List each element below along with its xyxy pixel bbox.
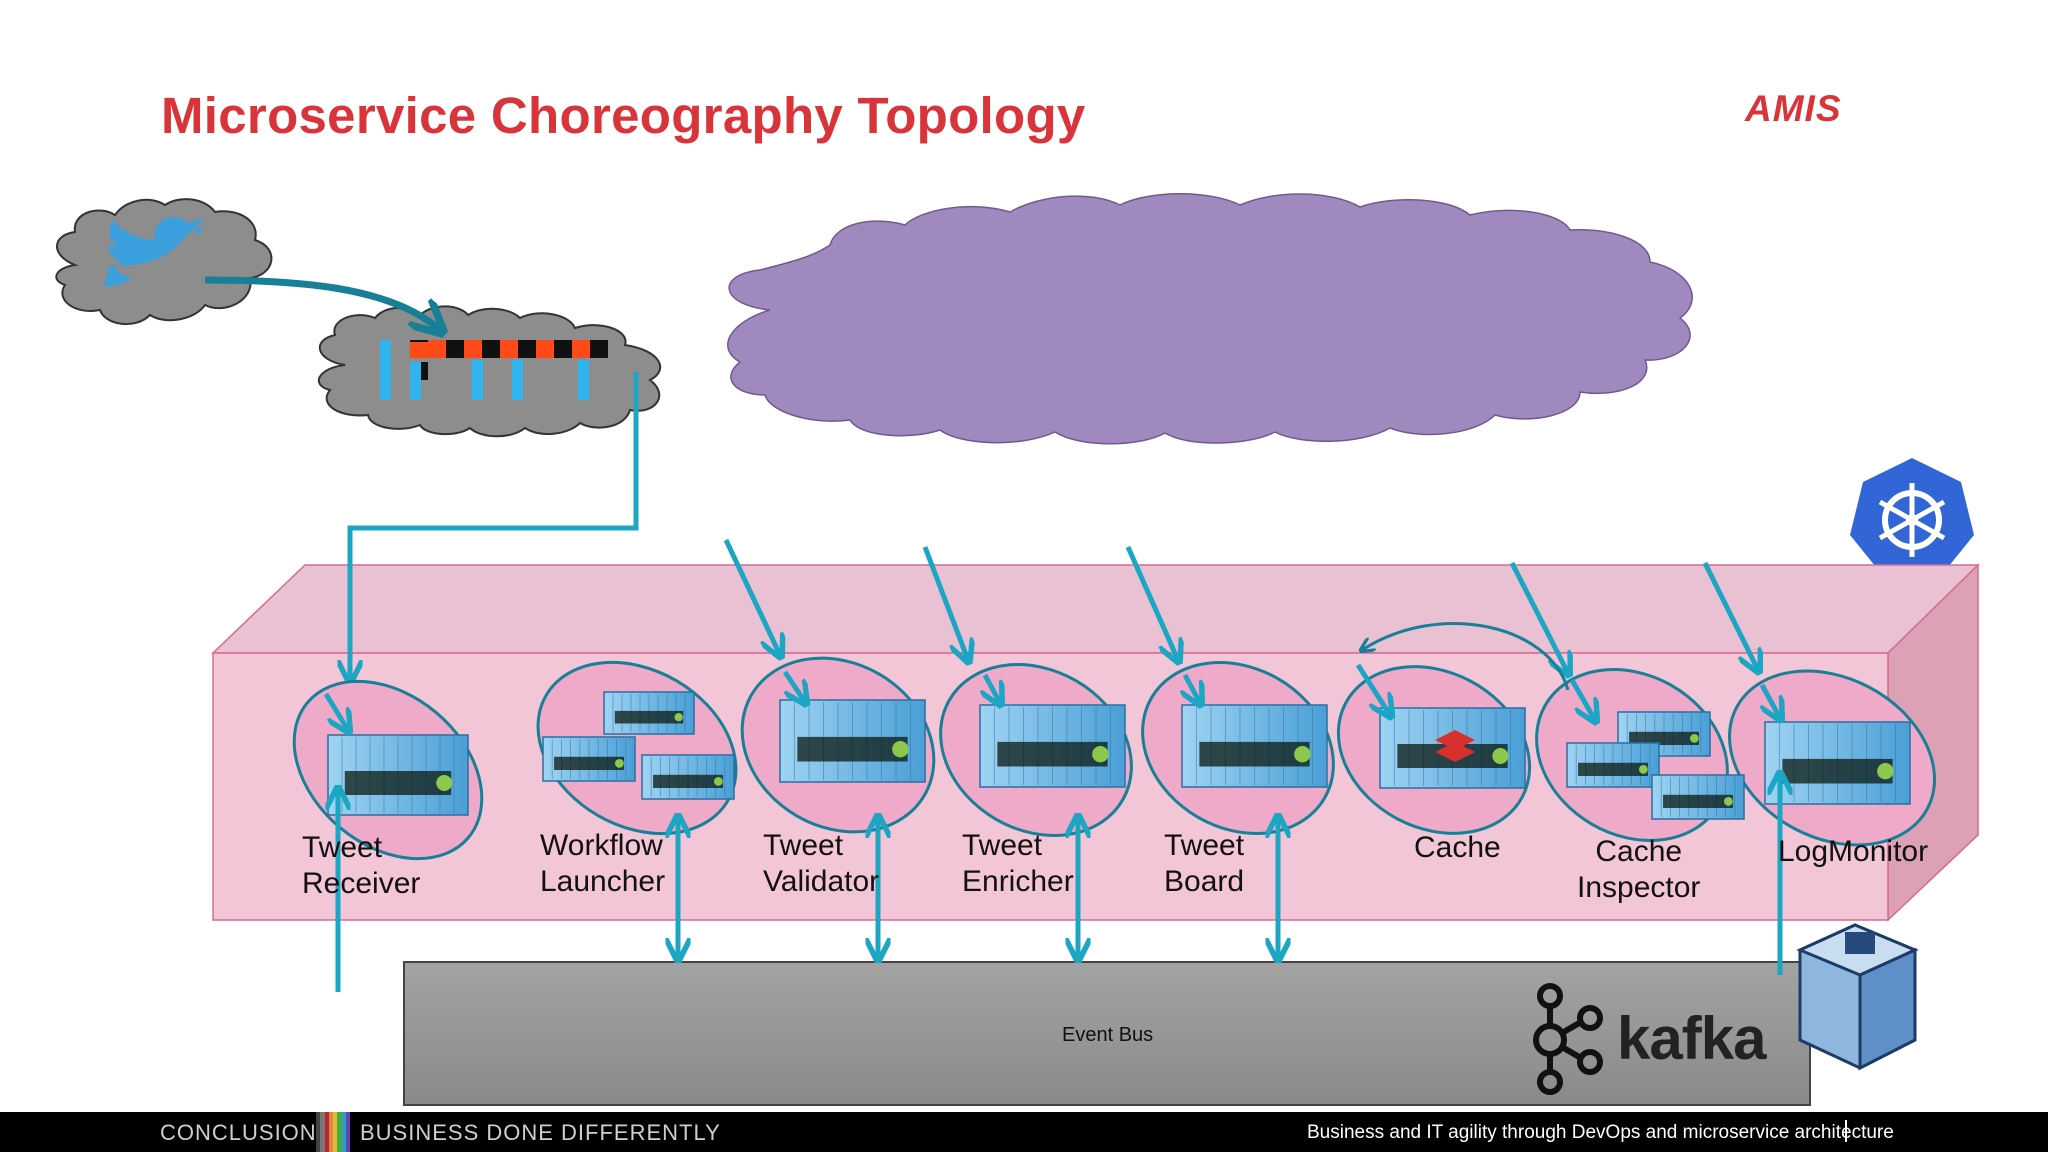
footer-bar: CONCLUSION BUSINESS DONE DIFFERENTLY Bus… — [0, 1112, 2048, 1152]
cloud-to-service-arrow — [1125, 545, 1178, 660]
service-name-line2: Launcher — [540, 865, 666, 898]
footer-section: CONCLUSION — [160, 1120, 317, 1145]
redis-icon — [1435, 730, 1475, 762]
cloud-to-service-arrow — [1509, 561, 1568, 673]
cloud-to-service-arrow — [1702, 561, 1758, 670]
node-container-icon — [779, 699, 926, 783]
ifttt-cloud — [318, 305, 662, 438]
service-label-log-monitor: LogMonitor — [1778, 834, 1928, 870]
service-name-line1: Workflow — [540, 829, 663, 862]
node-container-icon — [1566, 742, 1660, 788]
inner-arrow — [1569, 678, 1595, 720]
service-name-line2: Validator — [763, 865, 880, 898]
footer-color-stripes — [316, 1112, 350, 1152]
node-container-icon — [1181, 704, 1328, 788]
twitter-cloud — [55, 198, 273, 326]
amis-logo: AMIS — [1745, 88, 1842, 129]
kafka-logo — [1533, 983, 1603, 1095]
service-name-line1: Tweet — [1164, 829, 1245, 862]
footer-cursor — [1845, 1120, 1847, 1142]
node-container-icon — [1651, 774, 1745, 820]
service-name-line2: Enricher — [962, 865, 1074, 898]
cache-feedback-arrow — [1362, 622, 1570, 691]
service-name-line1: Cache — [1414, 831, 1501, 864]
event-bus-label: Event Bus — [1062, 1024, 1154, 1046]
node-container-icon — [979, 704, 1126, 788]
footer-subtitle: Business and IT agility through DevOps a… — [1307, 1122, 1894, 1143]
footer-tagline: BUSINESS DONE DIFFERENTLY — [360, 1120, 721, 1145]
node-container-icon — [641, 754, 735, 800]
twitter-icon — [104, 217, 206, 287]
service-name-line1: Tweet — [763, 829, 844, 862]
node-container-icon — [603, 691, 695, 735]
service-name-line1: Tweet — [962, 829, 1043, 862]
service-name-line1: Cache — [1595, 835, 1683, 868]
ifttt-to-receiver-arrow — [350, 372, 639, 680]
service-name-line2: Board — [1164, 865, 1245, 898]
page-title: Microservice Choreography Topology — [161, 87, 1086, 144]
kubernetes-icon — [1850, 458, 1974, 577]
inner-arrow — [985, 673, 1000, 703]
twitter-to-ifttt-arrow — [204, 276, 440, 330]
ifttt-logo — [380, 340, 608, 400]
service-name-line1: Tweet — [302, 831, 383, 864]
service-name-line2: Receiver — [302, 867, 421, 900]
cloud-to-service-arrow — [922, 546, 968, 660]
virtualbox-icon — [1796, 923, 1919, 1071]
cloud-to-service-arrow — [723, 538, 780, 655]
cloud-platform — [727, 193, 1693, 445]
inner-arrow — [323, 692, 348, 730]
service-name-line1: LogMonitor — [1778, 835, 1929, 868]
node-container-icon — [542, 736, 636, 782]
service-name-line2: Inspector — [1577, 871, 1701, 904]
inner-arrow — [1355, 663, 1390, 715]
node-container-icon — [1764, 721, 1911, 805]
inner-arrow — [1762, 683, 1780, 718]
node-container-icon — [327, 734, 469, 816]
kafka-wordmark: kafka — [1617, 1005, 1766, 1072]
service-label-cache: Cache — [1414, 830, 1501, 866]
inner-arrow — [782, 670, 805, 702]
inner-arrow — [1185, 673, 1200, 703]
